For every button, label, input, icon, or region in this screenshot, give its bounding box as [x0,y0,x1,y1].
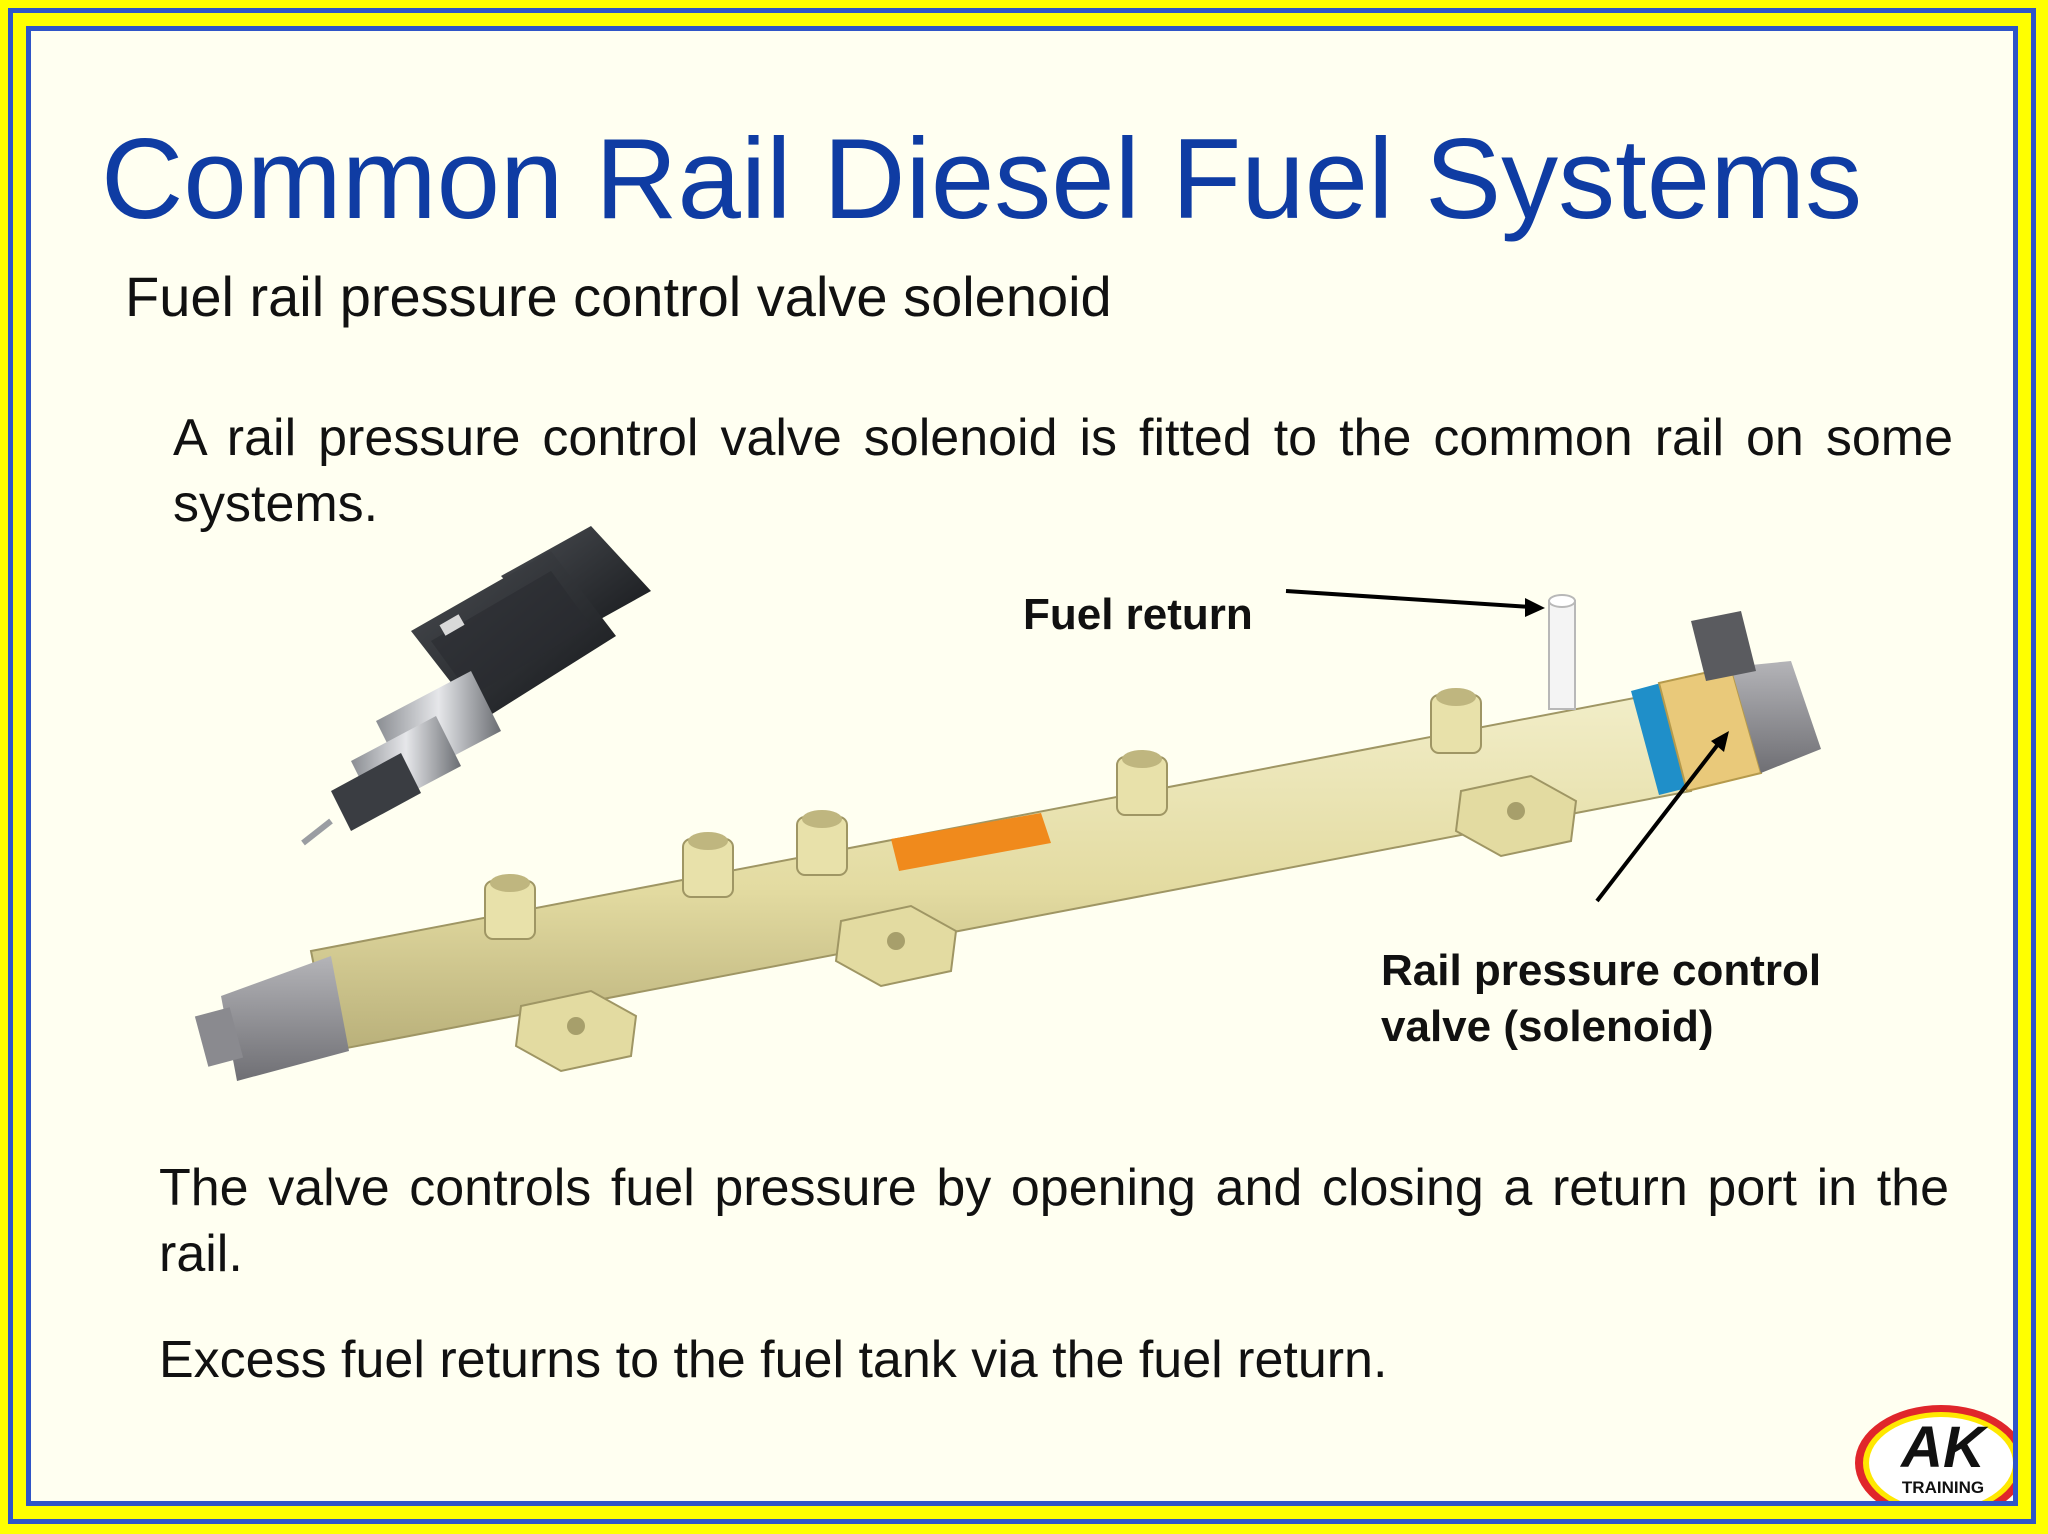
fuel-return-arrow [1285,589,1545,617]
svg-text:AK: AK [1899,1415,1989,1480]
slide-frame-blue-outer [8,8,2036,1524]
solenoid-valve-image [301,526,651,846]
fuel-return-label: Fuel return [1023,590,1253,639]
body-paragraph-2: Excess fuel returns to the fuel tank via… [159,1331,1388,1389]
body-paragraph-1: The valve controls fuel pressure by open… [159,1159,1949,1283]
svg-text:TRAINING: TRAINING [1902,1478,1984,1497]
ak-training-logo: AK TRAINING [1855,1405,2013,1501]
control-valve-arrow [1595,731,1729,903]
slide-canvas: Common Rail Diesel Fuel Systems Fuel rai… [26,26,2018,1506]
slide-frame-yellow-inner [13,13,2031,1519]
common-rail-body [194,594,1821,1081]
fuel-rail-illustration [194,526,1821,1081]
slide-subtitle: Fuel rail pressure control valve solenoi… [125,265,1112,328]
intro-paragraph: A rail pressure control valve solenoid i… [173,409,1953,533]
control-valve-label: Rail pressure control valve (solenoid) [1381,946,1822,1051]
slide-title: Common Rail Diesel Fuel Systems [101,116,1863,243]
